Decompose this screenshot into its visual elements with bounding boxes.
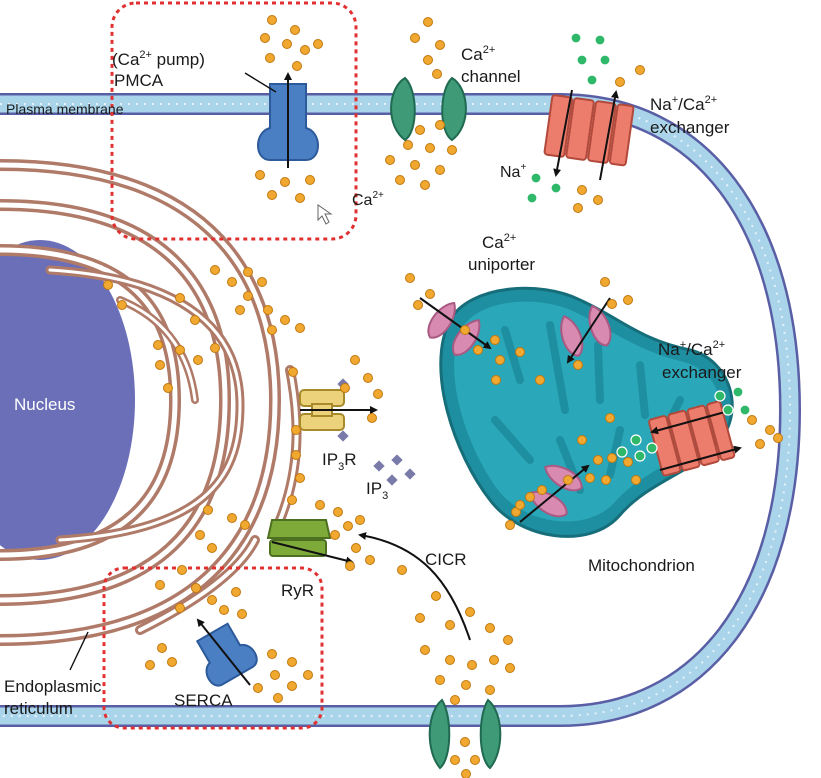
serca-label: SERCA — [174, 691, 233, 710]
ca-ions — [103, 15, 783, 778]
nucleus-label: Nucleus — [14, 395, 75, 414]
na-ca-exchanger-top — [543, 89, 635, 181]
na-ca-mito-label: Na+/Ca2+ — [658, 339, 725, 359]
na-ca-exchanger-label: Na+/Ca2+ — [650, 94, 717, 114]
ip3r-label: IP3R — [322, 450, 356, 473]
er-leader-line — [69, 631, 89, 671]
pump-label: (Ca2+ pump) — [112, 49, 205, 69]
ryr-label: RyR — [281, 581, 314, 600]
cicr-arrow — [358, 532, 471, 641]
ca-channel-top — [390, 76, 467, 142]
ryanodine-receptor — [266, 519, 354, 565]
mitochondrion-label: Mitochondrion — [588, 556, 695, 575]
cicr-label: CICR — [425, 550, 467, 569]
uniporter-label: Ca2+ — [482, 232, 516, 252]
plasma-membrane — [0, 93, 802, 727]
cursor-arrow-icon — [317, 204, 333, 225]
pmca-label: PMCA — [114, 71, 164, 90]
pmca-pump — [244, 72, 319, 168]
ip3-receptor — [299, 378, 378, 442]
plasma-membrane-label: Plasma membrane — [6, 101, 124, 117]
ca2-label: Ca2+ — [352, 190, 384, 209]
ca-channel-bottom — [428, 698, 502, 770]
ca-channel-label: Ca2+ — [461, 44, 495, 64]
highlight-box-pmca — [110, 1, 358, 241]
na-ca-exchanger-word: exchanger — [650, 118, 730, 137]
na-ca-exchanger-mito — [648, 400, 742, 477]
ip3-molecules — [373, 454, 416, 486]
uniporters — [419, 297, 612, 523]
serca-pump — [195, 618, 258, 687]
na-ions — [526, 32, 751, 462]
highlight-box-serca — [102, 566, 324, 730]
endoplasmic-reticulum — [0, 159, 302, 646]
er-label-line2: reticulum — [4, 699, 73, 718]
ca-channel-word: channel — [461, 67, 521, 86]
ip3-label: IP3 — [366, 479, 388, 502]
na-ca-mito-word: exchanger — [662, 363, 742, 382]
uniporter-word: uniporter — [468, 255, 535, 274]
na-plus-label: Na+ — [500, 162, 526, 181]
er-label-line1: Endoplasmic — [4, 677, 102, 696]
nucleus — [0, 240, 135, 560]
